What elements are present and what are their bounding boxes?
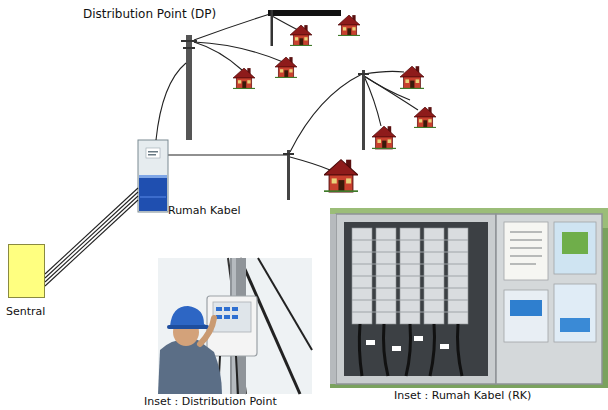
distribution-pole-node: Distribution Point (DP) [186, 35, 192, 140]
houses [233, 15, 436, 192]
inset-photo-rk [330, 208, 608, 388]
inset-photo-frame: Inset : Rumah Kabel (RK) [330, 208, 608, 388]
aerial-cables [168, 14, 418, 170]
cable-cabinet-node: Rumah Kabel [138, 140, 168, 212]
cable-bar [268, 10, 341, 16]
node-label: Inset : Rumah Kabel (RK) [394, 389, 531, 402]
poles [181, 10, 369, 200]
cable-line [45, 188, 138, 274]
exchange-box: Sentral [8, 244, 45, 298]
cable-line [156, 63, 186, 140]
inset-photo-dp [158, 258, 312, 394]
cable-line [45, 196, 138, 282]
node-label: Distribution Point (DP) [83, 8, 216, 21]
node-label: Rumah Kabel [168, 204, 241, 217]
node-label: Inset : Distribution Point [144, 395, 277, 408]
cable-cabinet [138, 140, 168, 212]
node-label: Sentral [6, 305, 45, 318]
cable-line [45, 192, 138, 278]
cable-connector [45, 188, 138, 286]
inset-photo-frame: Inset : Distribution Point [158, 258, 312, 394]
cable-line [45, 200, 138, 286]
cable-connector [156, 63, 186, 140]
